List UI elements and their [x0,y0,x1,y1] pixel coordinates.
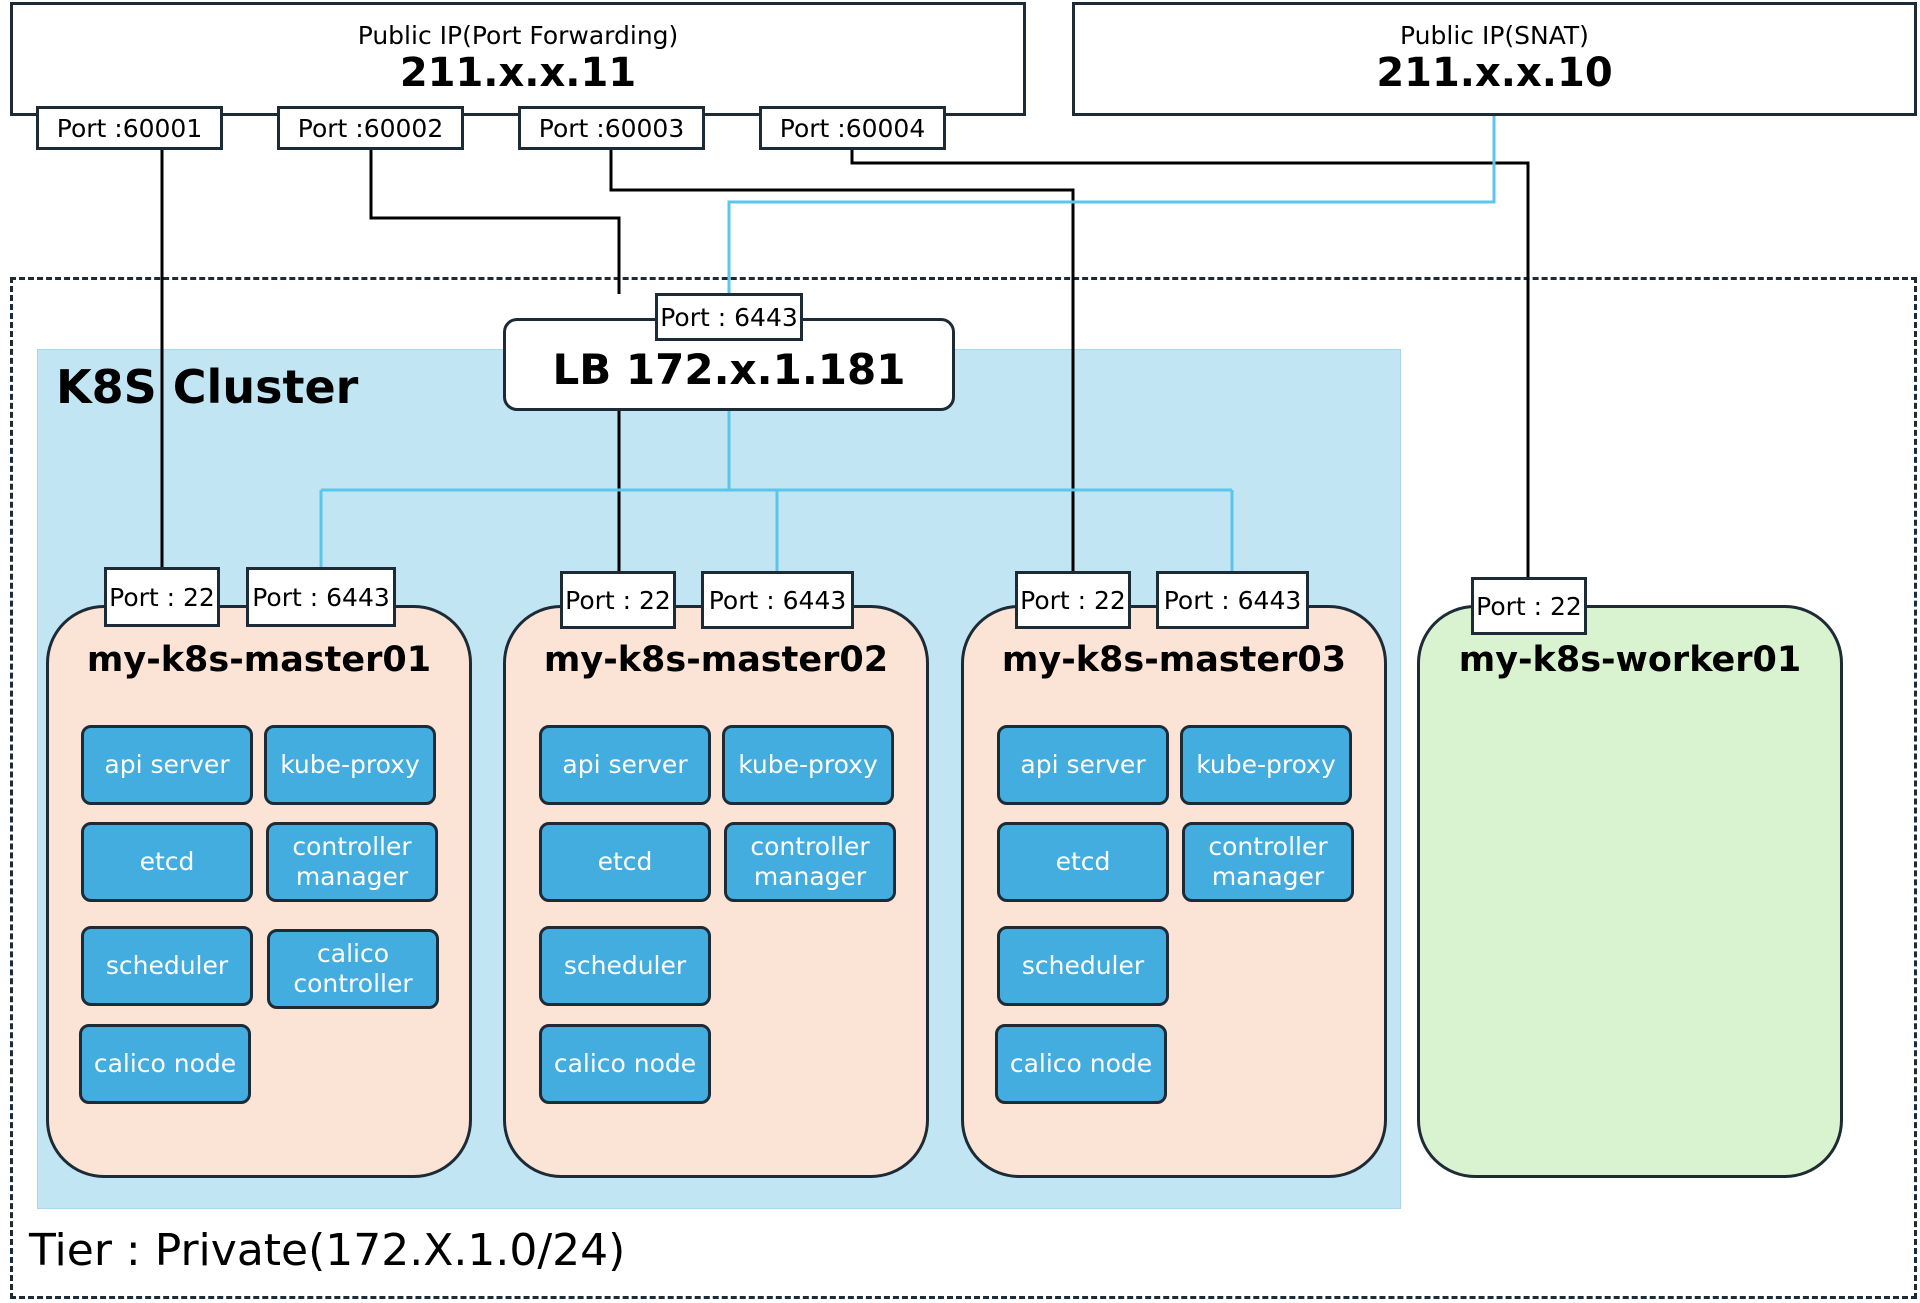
component-controller-manager: controller manager [266,822,438,902]
node-title: my-k8s-master02 [543,640,889,680]
master01-port-6443: Port : 6443 [246,567,396,627]
lb-port-6443: Port : 6443 [655,293,803,341]
master01-port-22: Port : 22 [104,567,220,627]
component-controller-manager: controller manager [724,822,896,902]
component-api-server: api server [81,725,253,805]
public-ip-pf-address: 211.x.x.11 [399,50,637,96]
node-master03: my-k8s-master03 api server kube-proxy et… [961,605,1387,1178]
component-calico-node: calico node [539,1024,711,1104]
worker01-port-22: Port : 22 [1471,577,1587,635]
component-scheduler: scheduler [81,926,253,1006]
master02-port-6443: Port : 6443 [701,571,854,629]
component-kube-proxy: kube-proxy [1180,725,1352,805]
lb-label: LB 172.x.1.181 [552,345,906,394]
node-master01: my-k8s-master01 api server kube-proxy et… [46,605,472,1178]
component-calico-controller: calico controller [267,929,439,1009]
component-kube-proxy: kube-proxy [722,725,894,805]
component-api-server: api server [997,725,1169,805]
public-ip-snat-box: Public IP(SNAT) 211.x.x.10 [1072,2,1917,116]
public-ip-snat-address: 211.x.x.10 [1376,50,1613,96]
node-title: my-k8s-master01 [86,640,432,680]
port-60003: Port :60003 [518,106,705,150]
master03-port-22: Port : 22 [1015,571,1131,629]
component-scheduler: scheduler [539,926,711,1006]
port-60001: Port :60001 [36,106,223,150]
component-scheduler: scheduler [997,926,1169,1006]
master03-port-6443: Port : 6443 [1156,571,1309,629]
node-master02: my-k8s-master02 api server kube-proxy et… [503,605,929,1178]
public-ip-snat-title: Public IP(SNAT) [1400,21,1589,50]
component-etcd: etcd [539,822,711,902]
link-60002-lb [369,148,621,294]
component-etcd: etcd [81,822,253,902]
public-ip-port-forwarding-box: Public IP(Port Forwarding) 211.x.x.11 [10,2,1026,116]
component-calico-node: calico node [79,1024,251,1104]
cluster-label: K8S Cluster [56,360,359,414]
component-kube-proxy: kube-proxy [264,725,436,805]
node-title: my-k8s-worker01 [1458,640,1802,680]
component-etcd: etcd [997,822,1169,902]
node-title: my-k8s-master03 [1001,640,1347,680]
component-calico-node: calico node [995,1024,1167,1104]
port-60004: Port :60004 [759,106,946,150]
component-controller-manager: controller manager [1182,822,1354,902]
master02-port-22: Port : 22 [560,571,676,629]
tier-label: Tier : Private(172.X.1.0/24) [29,1225,626,1276]
public-ip-pf-title: Public IP(Port Forwarding) [357,21,679,50]
component-api-server: api server [539,725,711,805]
port-60002: Port :60002 [277,106,464,150]
node-worker01: my-k8s-worker01 [1417,605,1843,1178]
